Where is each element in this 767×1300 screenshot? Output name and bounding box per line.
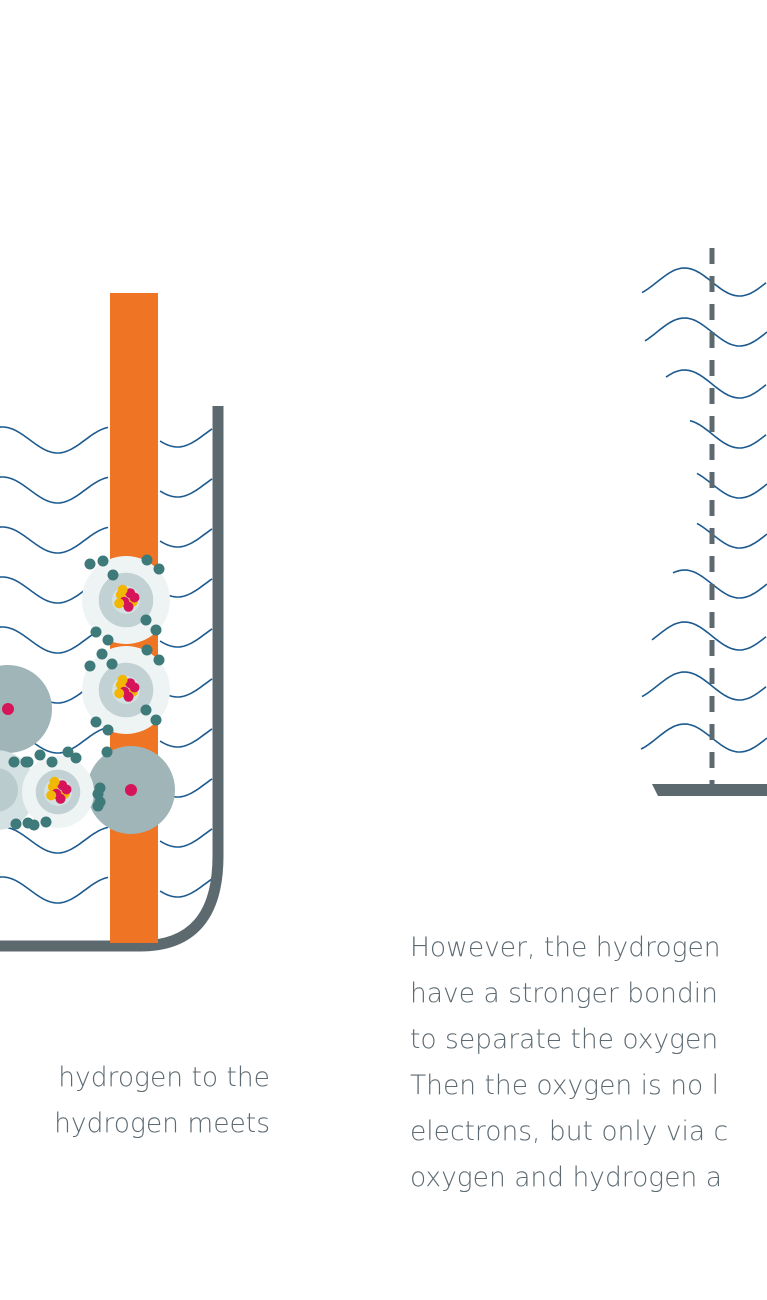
electron <box>150 624 162 636</box>
electron <box>84 558 96 570</box>
electron <box>150 714 162 726</box>
atoms-layer <box>0 554 175 834</box>
proton <box>125 784 137 796</box>
electron <box>10 818 22 830</box>
water-wave <box>0 826 109 854</box>
water-wave <box>0 876 109 904</box>
electron <box>62 746 74 758</box>
left-caption-line-1: hydrogen to the <box>58 1062 270 1093</box>
water-waves-right <box>640 267 767 753</box>
water-wave <box>672 569 767 599</box>
water-wave <box>644 317 767 347</box>
water-wave <box>689 419 767 449</box>
water-wave <box>159 878 213 898</box>
electron <box>34 749 46 761</box>
electron <box>22 817 34 829</box>
hydrogen-ion <box>0 665 52 753</box>
neutron <box>114 598 125 609</box>
water-wave <box>696 472 767 499</box>
water-wave <box>665 369 767 399</box>
electron <box>84 660 96 672</box>
electron <box>94 796 106 808</box>
right-caption-line-5: electrons, but only via c <box>410 1116 729 1147</box>
electron <box>46 756 58 768</box>
neutron <box>117 584 128 595</box>
electron <box>140 614 152 626</box>
electron <box>94 782 106 794</box>
electron <box>153 563 165 575</box>
water-wave <box>159 628 213 648</box>
water-wave <box>0 526 109 554</box>
water-wave <box>0 426 109 454</box>
electron <box>102 634 114 646</box>
electron <box>90 626 102 638</box>
water-container-right <box>652 784 767 796</box>
water-wave <box>651 621 767 651</box>
water-wave <box>696 522 767 549</box>
neutron <box>49 776 60 787</box>
electron <box>90 716 102 728</box>
neutron <box>114 688 125 699</box>
water-wave <box>0 476 109 504</box>
electron <box>153 654 165 666</box>
partial-atom-core <box>0 768 18 812</box>
water-container-left <box>0 406 224 952</box>
water-wave <box>0 626 109 654</box>
water-wave <box>159 478 213 498</box>
electron <box>40 816 52 828</box>
right-caption-line-4: Then the oxygen is no l <box>410 1070 719 1101</box>
water-wave <box>159 728 213 748</box>
water-wave <box>159 828 213 848</box>
left-caption-line-2: hydrogen meets <box>54 1108 270 1139</box>
electron <box>107 569 119 581</box>
right-caption-line-3: to separate the oxygen <box>410 1024 719 1055</box>
electron <box>70 752 82 764</box>
neutron <box>46 790 57 801</box>
electron <box>8 756 20 768</box>
water-wave <box>159 428 213 448</box>
electron <box>140 704 152 716</box>
left-caption: hydrogen to the hydrogen meets <box>0 1055 270 1147</box>
water-wave <box>641 671 767 701</box>
electron <box>96 648 108 660</box>
proton <box>55 793 66 804</box>
proton <box>2 703 14 715</box>
electron <box>106 658 118 670</box>
electron <box>141 644 153 656</box>
right-caption-line-6: oxygen and hydrogen a <box>410 1162 722 1193</box>
electron <box>97 555 109 567</box>
right-caption: However, the hydrogen have a stronger bo… <box>410 925 767 1201</box>
proton <box>123 601 134 612</box>
right-caption-line-1: However, the hydrogen <box>410 932 721 963</box>
water-wave <box>159 528 213 548</box>
right-caption-line-2: have a stronger bondin <box>410 978 718 1009</box>
proton <box>61 784 72 795</box>
water-wave <box>640 723 767 753</box>
electron <box>102 724 114 736</box>
electron <box>20 756 32 768</box>
proton <box>129 592 140 603</box>
electron <box>101 746 113 758</box>
electron <box>141 554 153 566</box>
water-wave <box>641 267 767 297</box>
proton <box>123 691 134 702</box>
neutron <box>117 674 128 685</box>
proton <box>129 682 140 693</box>
